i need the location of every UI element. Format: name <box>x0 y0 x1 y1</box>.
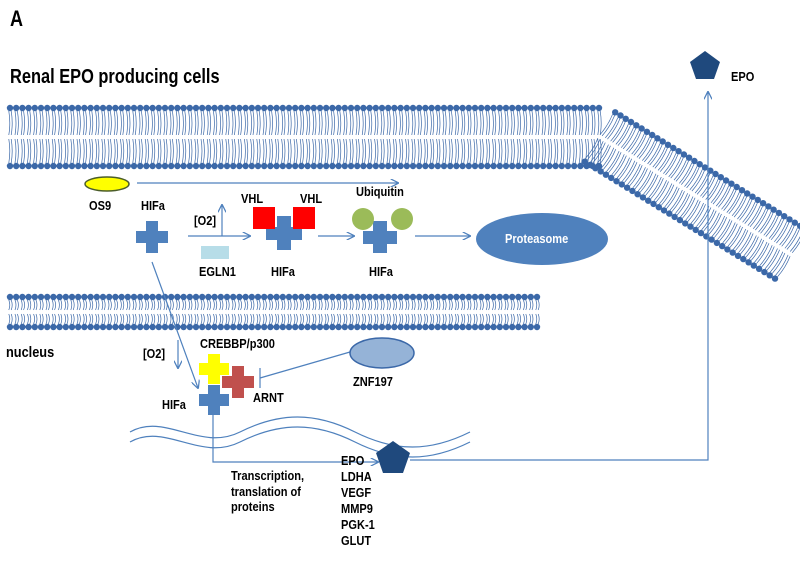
epo-pentagon-secreted <box>690 51 720 79</box>
gene-item: MMP9 <box>341 501 373 516</box>
gene-item: VEGF <box>341 485 372 500</box>
hifa-nucleus-label: HIFa <box>162 397 186 412</box>
proteasome-label: Proteasome <box>505 231 569 246</box>
cell-membrane <box>6 104 800 282</box>
epo-secreted-label: EPO <box>731 69 755 84</box>
egln1-rect <box>201 246 229 259</box>
ubiquitin-right-circle <box>391 208 413 230</box>
egln1-label: EGLN1 <box>199 264 236 279</box>
crebbp-shape <box>199 354 229 384</box>
pathway-arrows <box>137 92 708 462</box>
o2-nucleus-label: [O2] <box>143 346 166 361</box>
o2-top-label: [O2] <box>194 213 217 228</box>
crebbp-inhibit-line <box>259 351 351 379</box>
os9-ellipse <box>84 176 130 192</box>
hifa-ub-shape <box>363 221 397 253</box>
epo-secretion-arrow <box>410 92 708 461</box>
vhl-right-label: VHL <box>300 191 323 206</box>
crebbp-label: CREBBP/p300 <box>200 336 275 351</box>
hifa-to-nucleus-arrow <box>151 261 198 388</box>
nucleus-label: nucleus <box>6 344 55 361</box>
diagram-title: Renal EPO producing cells <box>10 66 220 88</box>
vhl-left-square <box>253 207 275 229</box>
gene-item: LDHA <box>341 469 372 484</box>
hifa-nucleus-shape <box>199 385 229 415</box>
hifa-vhl-shape <box>266 216 302 250</box>
proteasome-ellipse <box>476 213 608 265</box>
hifa-free-label: HIFa <box>141 198 165 213</box>
epo-pentagon-nucleus <box>376 441 410 473</box>
dna-strands <box>129 416 471 458</box>
ubiquitin-label: Ubiquitin <box>356 184 404 199</box>
transcription-arrow <box>212 415 378 462</box>
gene-item: PGK-1 <box>341 517 375 532</box>
ubiquitin-left-circle <box>352 208 374 230</box>
transcription-label: Transcription, translation of proteins <box>231 468 305 515</box>
gene-list: EPO LDHA VEGF MMP9 PGK-1 GLUT <box>341 453 381 549</box>
znf197-label: ZNF197 <box>353 374 393 389</box>
arnt-shape <box>222 366 254 398</box>
hifa-free-shape <box>136 221 168 253</box>
gene-item: EPO <box>341 453 365 468</box>
vhl-right-square <box>293 207 315 229</box>
arnt-label: ARNT <box>253 390 284 405</box>
vhl-left-label: VHL <box>241 191 264 206</box>
os9-label: OS9 <box>89 198 112 213</box>
znf197-ellipse <box>349 337 415 369</box>
hifa-vhl-label: HIFa <box>271 264 295 279</box>
nuclear-membrane <box>6 293 541 331</box>
hifa-ub-label: HIFa <box>369 264 393 279</box>
panel-label: A <box>10 6 24 31</box>
gene-item: GLUT <box>341 533 372 548</box>
